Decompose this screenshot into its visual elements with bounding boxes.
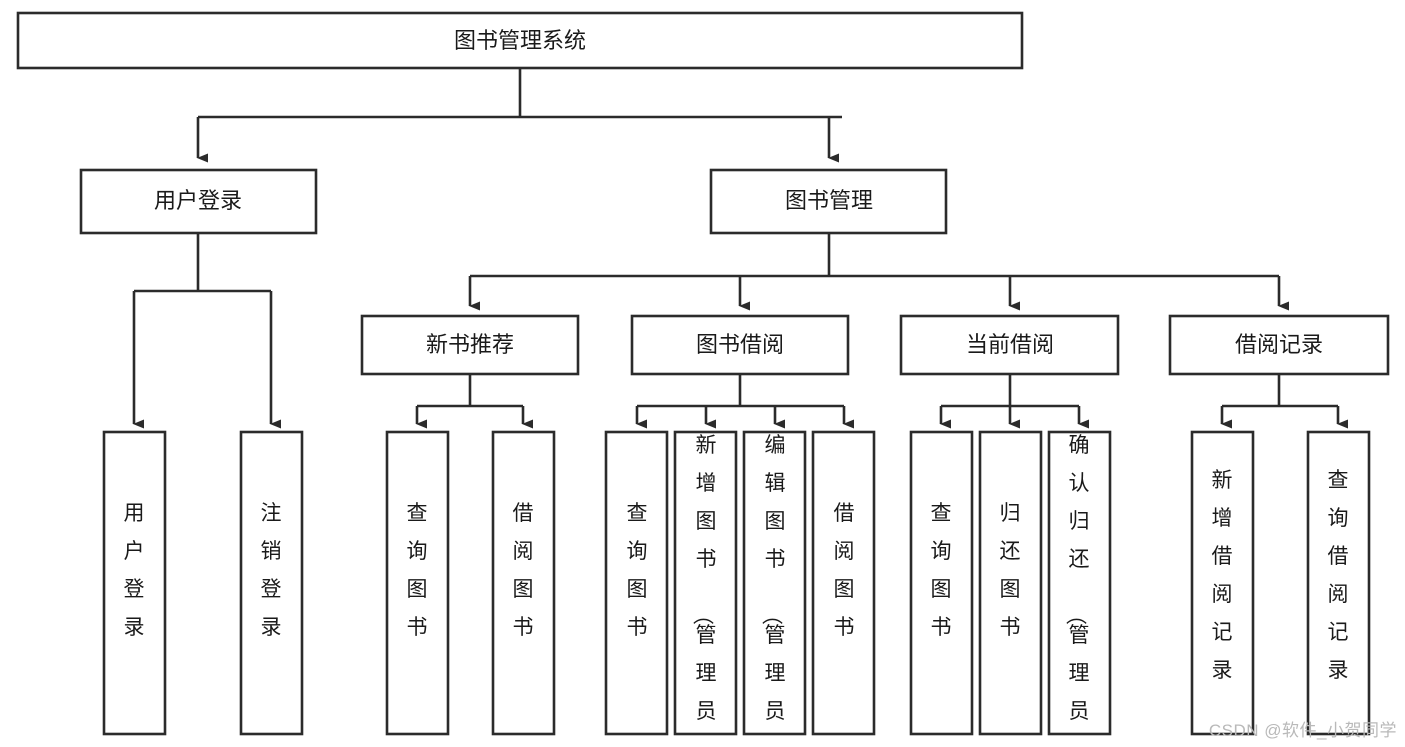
node-user-login-label: 用户登录 xyxy=(154,188,242,213)
connector-current-borrow-to-leaves xyxy=(939,374,1089,429)
leaf-label: 用户登录 xyxy=(124,502,145,639)
leaf-current-borrow-return[interactable]: 归还图书 xyxy=(978,430,1043,736)
node-new-book-recommend-label: 新书推荐 xyxy=(426,332,514,357)
leaf-label: 借阅图书 xyxy=(513,502,534,639)
leaf-book-borrow-query[interactable]: 查询图书 xyxy=(604,430,669,736)
leaf-label: 借阅图书 xyxy=(834,502,855,639)
leaf-book-borrow-add[interactable]: 新增图书（管理员） xyxy=(673,430,738,747)
leaf-user-login-login[interactable]: 用户登录 xyxy=(102,430,167,736)
leaf-label: 查询图书 xyxy=(931,502,952,639)
leaf-label: 确认归还（管理员） xyxy=(1064,434,1090,747)
leaf-book-borrow-edit[interactable]: 编辑图书（管理员） xyxy=(742,430,807,747)
node-book-manage-label: 图书管理 xyxy=(785,188,873,213)
node-book-borrow[interactable]: 图书借阅 xyxy=(630,314,850,376)
leaf-borrow-record-query[interactable]: 查询借阅记录 xyxy=(1306,430,1371,736)
leaf-current-borrow-query[interactable]: 查询图书 xyxy=(909,430,974,736)
connector-borrow-record-to-leaves xyxy=(1220,374,1348,429)
leaf-label: 查询图书 xyxy=(627,502,648,639)
node-root-system[interactable]: 图书管理系统 xyxy=(16,11,1024,70)
leaf-borrow-record-add[interactable]: 新增借阅记录 xyxy=(1190,430,1255,736)
connector-root-to-level2 xyxy=(196,68,842,163)
csdn-watermark: CSDN @软件_小贺同学 xyxy=(1208,721,1397,740)
leaf-book-borrow-borrow[interactable]: 借阅图书 xyxy=(811,430,876,736)
node-book-manage[interactable]: 图书管理 xyxy=(709,168,948,235)
leaf-label: 编辑图书（管理员） xyxy=(760,434,786,747)
connector-new-book-to-leaves xyxy=(415,374,533,429)
leaf-user-login-logout[interactable]: 注销登录 xyxy=(239,430,304,736)
leaf-label: 新增图书（管理员） xyxy=(691,434,717,747)
connector-user-login-to-leaves xyxy=(132,233,281,429)
leaf-new-book-query[interactable]: 查询图书 xyxy=(385,430,450,736)
connector-book-manage-to-level3 xyxy=(468,233,1289,311)
leaf-label: 查询借阅记录 xyxy=(1328,469,1349,682)
leaf-label: 查询图书 xyxy=(407,502,428,639)
leaf-current-borrow-confirm[interactable]: 确认归还（管理员） xyxy=(1047,430,1112,747)
node-book-borrow-label: 图书借阅 xyxy=(696,332,784,357)
leaf-label: 归还图书 xyxy=(1000,502,1021,639)
connector-book-borrow-to-leaves xyxy=(635,374,854,429)
node-current-borrow[interactable]: 当前借阅 xyxy=(899,314,1120,376)
node-user-login[interactable]: 用户登录 xyxy=(79,168,318,235)
node-borrow-record[interactable]: 借阅记录 xyxy=(1168,314,1390,376)
leaf-label: 新增借阅记录 xyxy=(1212,469,1233,682)
node-borrow-record-label: 借阅记录 xyxy=(1235,332,1323,357)
leaf-label: 注销登录 xyxy=(261,502,282,639)
node-current-borrow-label: 当前借阅 xyxy=(966,332,1054,357)
node-new-book-recommend[interactable]: 新书推荐 xyxy=(360,314,580,376)
node-root-label: 图书管理系统 xyxy=(454,28,586,53)
leaf-new-book-borrow[interactable]: 借阅图书 xyxy=(491,430,556,736)
